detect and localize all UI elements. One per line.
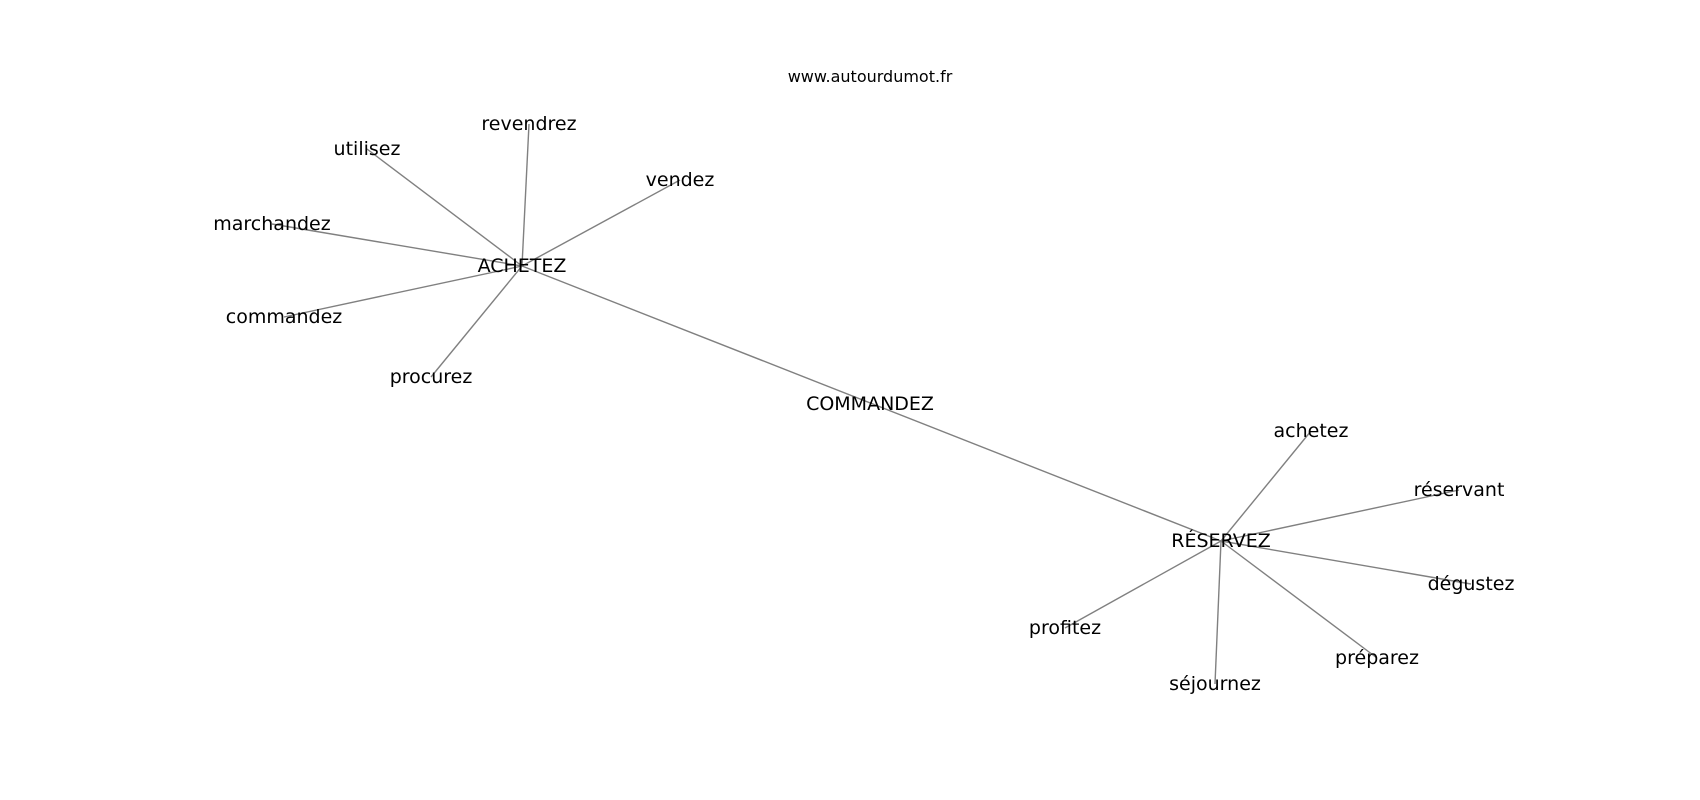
edge-achetez_hub-commandez — [283, 265, 523, 318]
node-label-utilisez: utilisez — [334, 138, 401, 160]
edge-reservez_hub-degustez — [1220, 540, 1472, 585]
node-label-degustez: dégustez — [1428, 573, 1515, 595]
node-label-vendez: vendez — [646, 169, 715, 191]
node-label-reservant: réservant — [1414, 479, 1505, 501]
node-label-procurez: procurez — [390, 366, 473, 388]
graph-edges — [271, 123, 1472, 685]
edge-achetez_hub-revendrez — [521, 123, 530, 267]
node-label-revendrez: revendrez — [481, 113, 576, 135]
edge-achetez_hub-utilisez — [366, 148, 523, 267]
node-label-reservez-hub: RÉSERVEZ — [1171, 529, 1270, 552]
node-label-achetez: achetez — [1274, 420, 1349, 442]
node-label-commandez: commandez — [226, 306, 343, 328]
edge-reservez_hub-reservant — [1220, 489, 1460, 542]
node-label-profitez: profitez — [1029, 617, 1101, 639]
edge-achetez_hub-reservez_hub — [521, 265, 1222, 542]
node-label-commandez-center: COMMANDEZ — [806, 393, 934, 415]
node-label-sejournez: séjournez — [1169, 673, 1261, 695]
edge-reservez_hub-profitez — [1064, 540, 1222, 629]
graph-nodes: COMMANDEZ ACHETEZ RÉSERVEZ revendrez utilise… — [213, 113, 1514, 695]
edge-reservez_hub-achetez — [1220, 430, 1312, 542]
node-label-preparez: préparez — [1335, 647, 1419, 669]
edge-reservez_hub-sejournez — [1214, 540, 1222, 685]
node-label-marchandez: marchandez — [213, 213, 330, 235]
edge-achetez_hub-marchandez — [271, 223, 523, 267]
edge-achetez_hub-vendez — [521, 179, 681, 267]
source-watermark: www.autourdumot.fr — [788, 67, 953, 86]
node-label-achetez-hub: ACHETEZ — [478, 255, 567, 277]
edge-reservez_hub-preparez — [1220, 540, 1378, 659]
edge-achetez_hub-procurez — [430, 265, 523, 378]
